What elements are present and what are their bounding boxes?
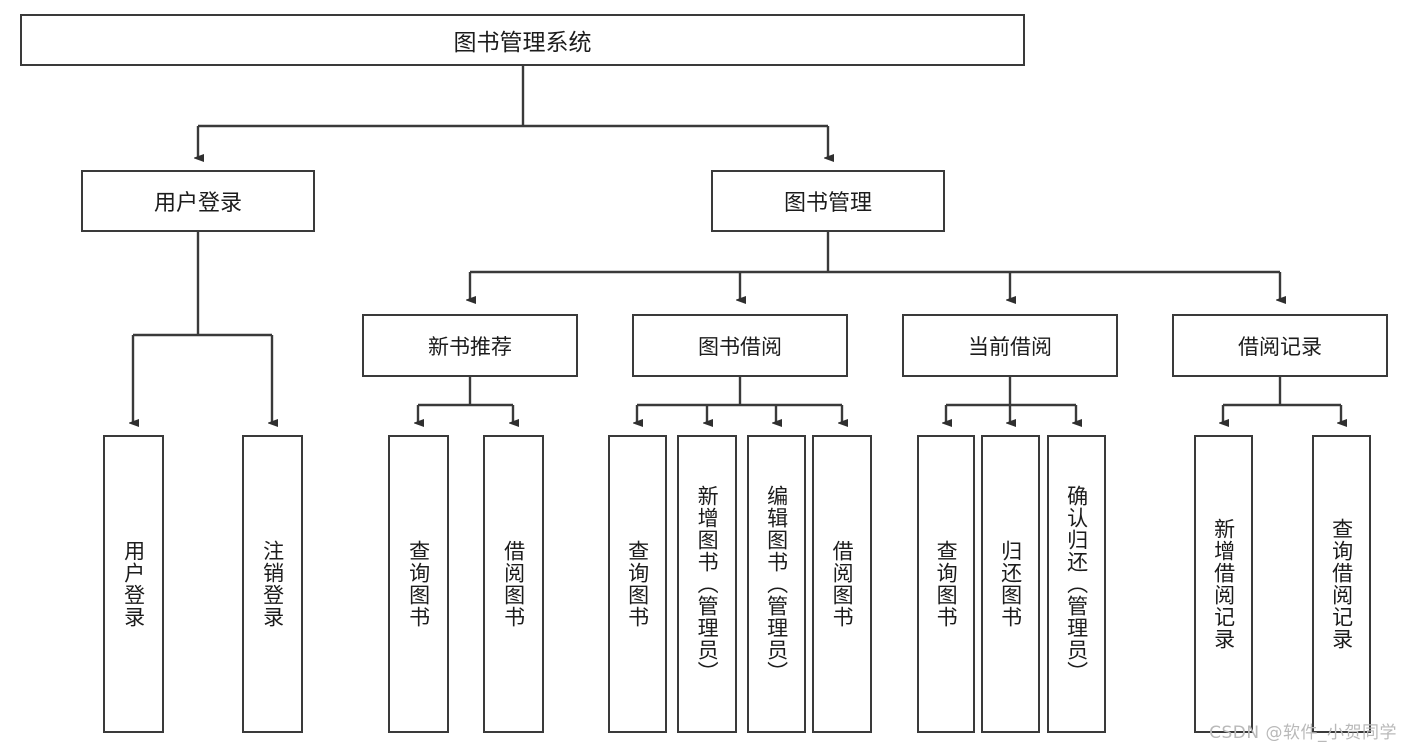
leaf-borrow-add-book-admin[interactable]: 新增图书（管理员） — [677, 435, 737, 733]
node-borrow-record[interactable]: 借阅记录 — [1172, 314, 1388, 377]
leaf-record-add-borrow-record[interactable]: 新增借阅记录 — [1194, 435, 1253, 733]
node-label: 新增图书（管理员） — [695, 485, 720, 683]
leaf-borrow-borrow-book[interactable]: 借阅图书 — [812, 435, 872, 733]
node-label: 用户登录 — [121, 540, 146, 628]
watermark: CSDN @软件_小贺同学 — [1209, 723, 1397, 743]
leaf-recommend-query-book[interactable]: 查询图书 — [388, 435, 449, 733]
node-label: 用户登录 — [153, 191, 242, 216]
node-book-borrow[interactable]: 图书借阅 — [632, 314, 848, 377]
node-label: 借阅图书 — [501, 540, 526, 628]
node-label: 查询图书 — [625, 540, 650, 628]
node-label: 查询借阅记录 — [1329, 518, 1354, 650]
node-label: 借阅记录 — [1238, 334, 1322, 359]
leaf-borrow-edit-book-admin[interactable]: 编辑图书（管理员） — [747, 435, 806, 733]
leaf-borrow-query-book[interactable]: 查询图书 — [608, 435, 667, 733]
node-label: 查询图书 — [406, 540, 431, 628]
node-label: 查询图书 — [934, 540, 959, 628]
node-user-login[interactable]: 用户登录 — [81, 170, 315, 232]
leaf-user-logout[interactable]: 注销登录 — [242, 435, 303, 733]
node-label: 图书管理系统 — [453, 30, 592, 56]
leaf-user-login[interactable]: 用户登录 — [103, 435, 164, 733]
node-label: 确认归还（管理员） — [1064, 485, 1089, 683]
node-label: 当前借阅 — [968, 334, 1052, 359]
node-root-system[interactable]: 图书管理系统 — [20, 14, 1025, 66]
node-label: 新增借阅记录 — [1211, 518, 1236, 650]
node-label: 归还图书 — [998, 540, 1023, 628]
node-book-management[interactable]: 图书管理 — [711, 170, 945, 232]
node-label: 借阅图书 — [830, 540, 855, 628]
node-label: 注销登录 — [260, 540, 285, 628]
leaf-recommend-borrow-book[interactable]: 借阅图书 — [483, 435, 544, 733]
leaf-current-return-book[interactable]: 归还图书 — [981, 435, 1040, 733]
node-new-book-recommend[interactable]: 新书推荐 — [362, 314, 578, 377]
leaf-record-query-borrow-record[interactable]: 查询借阅记录 — [1312, 435, 1371, 733]
leaf-current-confirm-return-admin[interactable]: 确认归还（管理员） — [1047, 435, 1106, 733]
node-label: 图书借阅 — [698, 334, 782, 359]
node-current-borrow[interactable]: 当前借阅 — [902, 314, 1118, 377]
node-label: 图书管理 — [783, 191, 872, 216]
node-label: 新书推荐 — [428, 334, 512, 359]
node-label: 编辑图书（管理员） — [764, 485, 789, 683]
leaf-current-query-book[interactable]: 查询图书 — [917, 435, 975, 733]
